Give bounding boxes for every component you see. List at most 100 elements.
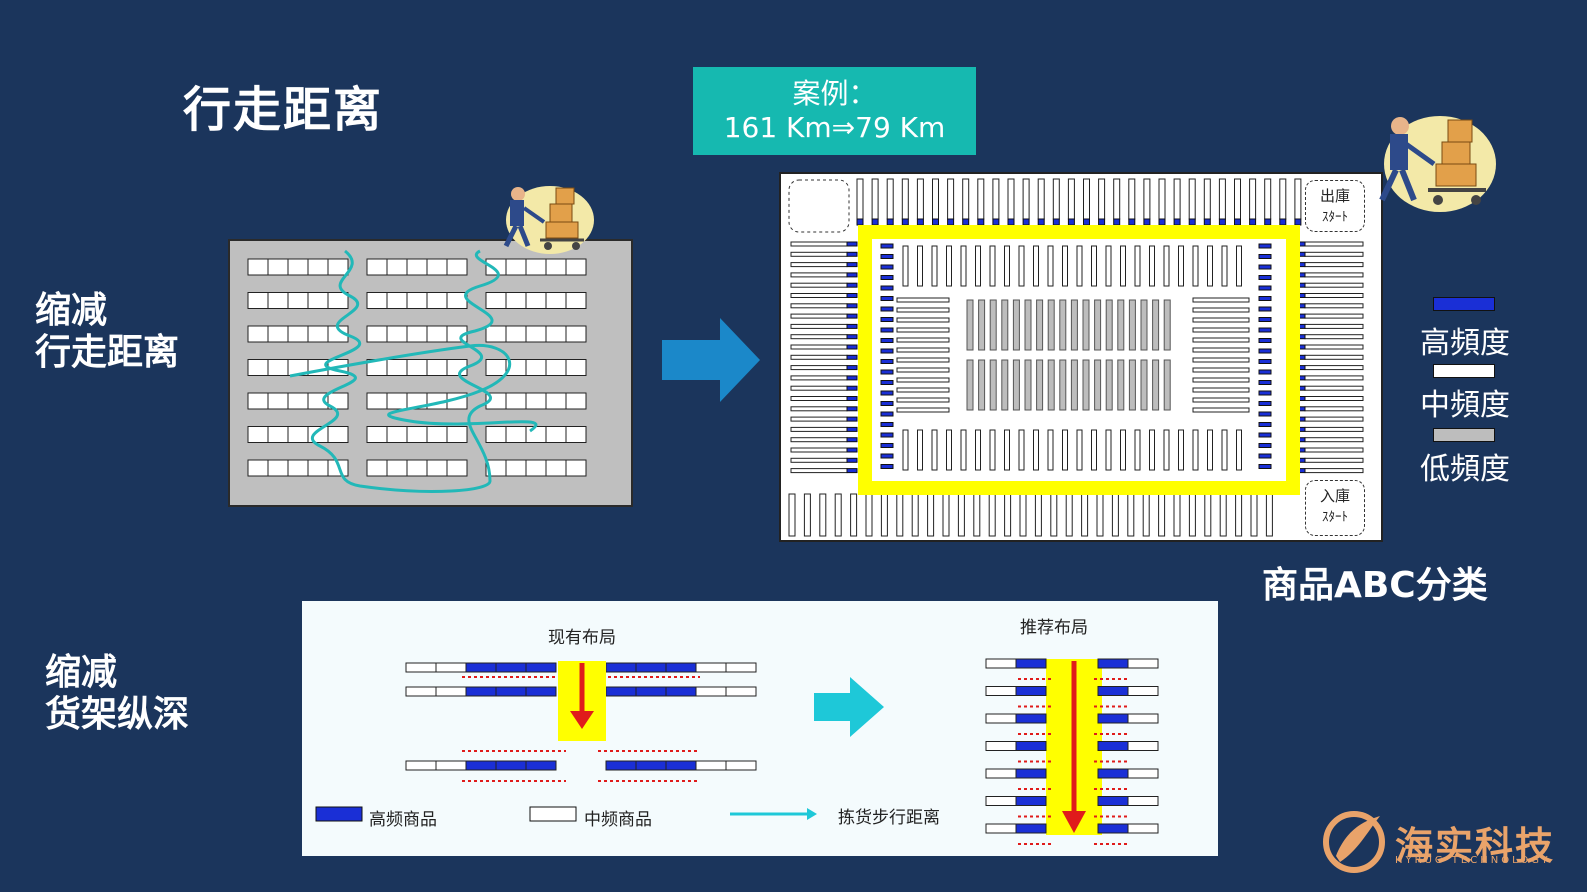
rack-cell bbox=[267, 258, 289, 276]
center-low-rack bbox=[1012, 359, 1020, 411]
rack-top-high bbox=[1249, 218, 1257, 226]
rack-top bbox=[856, 178, 864, 220]
inner-bottom bbox=[1033, 429, 1039, 471]
rec-rack-mid bbox=[985, 713, 1017, 724]
center-low-rack bbox=[1082, 299, 1090, 351]
rack-top bbox=[1279, 178, 1287, 220]
abc-caption: 商品ABC分类 bbox=[1262, 565, 1488, 606]
center-low-rack bbox=[1036, 359, 1044, 411]
inner-left-high bbox=[880, 348, 894, 354]
rack-cell bbox=[386, 359, 408, 376]
center-low-rack bbox=[1001, 359, 1009, 411]
inner-right-high bbox=[1258, 422, 1272, 427]
rack-cell bbox=[366, 325, 388, 343]
rack-left bbox=[790, 468, 848, 474]
rec-rack-high bbox=[1015, 796, 1047, 806]
rack-cell bbox=[426, 292, 448, 309]
rack-cell bbox=[545, 258, 567, 276]
picking-path-2 bbox=[289, 343, 538, 433]
rack-right bbox=[1304, 251, 1364, 257]
rack-right bbox=[1304, 437, 1364, 443]
center-low-rack bbox=[1012, 299, 1020, 351]
center-low-rack bbox=[1001, 299, 1009, 351]
rack-left-high bbox=[846, 251, 858, 257]
center-low-rack bbox=[1163, 299, 1171, 351]
inner-right-high bbox=[1258, 411, 1272, 417]
center-low-rack bbox=[1128, 299, 1136, 351]
rack-bottom bbox=[1065, 493, 1073, 537]
inner-left-high bbox=[880, 453, 894, 459]
bottom-rack-cell bbox=[525, 686, 557, 697]
rack-left bbox=[790, 447, 848, 453]
inner-right-rack bbox=[1192, 337, 1250, 343]
reduce-depth-line2: 货架纵深 bbox=[45, 694, 190, 735]
rack-top bbox=[1158, 178, 1166, 220]
rack-top-high bbox=[977, 218, 985, 226]
inner-right-high bbox=[1258, 243, 1272, 249]
inner-right-rack bbox=[1192, 317, 1250, 323]
center-low-rack bbox=[1036, 299, 1044, 351]
current-warehouse-layout bbox=[228, 239, 633, 507]
center-low-rack bbox=[1105, 299, 1113, 351]
bottom-rack-cell bbox=[405, 686, 437, 697]
rack-right bbox=[1304, 303, 1364, 309]
rack-top bbox=[1098, 178, 1106, 220]
rec-rack-mid bbox=[985, 686, 1017, 696]
rack-right bbox=[1304, 354, 1364, 360]
rack-cell bbox=[565, 325, 587, 343]
rack-cell bbox=[406, 459, 428, 477]
right-arrow-icon bbox=[662, 318, 760, 402]
inner-right-high bbox=[1258, 296, 1272, 301]
abc-layout-graphic bbox=[788, 178, 1364, 537]
rack-top-high bbox=[1173, 218, 1181, 226]
rack-bottom bbox=[896, 493, 904, 537]
inner-left-high bbox=[880, 254, 894, 259]
reduce-walk-label: 缩减 行走距离 bbox=[35, 290, 179, 374]
rack-bottom bbox=[1235, 493, 1243, 537]
rack-top-high bbox=[1294, 218, 1302, 226]
rack-top bbox=[962, 178, 970, 220]
current-layout-graphic bbox=[247, 249, 587, 493]
legend-high-goods: 高频商品 bbox=[369, 810, 437, 830]
reduce-walk-line2: 行走距离 bbox=[35, 332, 180, 373]
rack-cell bbox=[545, 359, 567, 376]
rack-cell bbox=[565, 426, 587, 443]
rec-rack-mid bbox=[1127, 768, 1159, 779]
inner-left-rack bbox=[896, 307, 950, 313]
rack-cell bbox=[307, 459, 329, 477]
reduce-depth-line1: 缩减 bbox=[45, 652, 118, 693]
rack-top-high bbox=[1083, 218, 1090, 226]
rack-left-high bbox=[846, 241, 858, 247]
inner-right-rack bbox=[1192, 357, 1250, 363]
rack-bottom bbox=[788, 493, 796, 537]
rack-cell bbox=[247, 292, 269, 309]
inner-left-rack bbox=[896, 327, 950, 333]
inner-bottom bbox=[1062, 429, 1068, 471]
rack-cell bbox=[386, 426, 408, 443]
center-low-rack bbox=[1117, 299, 1125, 351]
rack-cell bbox=[426, 359, 448, 376]
rack-bottom bbox=[911, 493, 919, 537]
inner-top bbox=[1105, 245, 1112, 287]
inner-bottom bbox=[1178, 429, 1184, 471]
case-box: 案例： 161 Km⇒79 Km bbox=[693, 67, 976, 155]
bottom-rack-cell bbox=[435, 686, 467, 697]
rec-rack-high bbox=[1097, 713, 1129, 724]
rack-top-high bbox=[962, 218, 970, 226]
inner-top bbox=[1149, 245, 1155, 287]
rack-cell bbox=[406, 325, 428, 343]
bottom-rack-cell bbox=[465, 760, 497, 771]
rack-left-high bbox=[846, 416, 858, 422]
center-low-rack bbox=[1094, 299, 1102, 351]
rack-left-high bbox=[846, 385, 858, 391]
inner-top bbox=[917, 245, 923, 287]
rec-rack-high bbox=[1097, 823, 1129, 834]
page-title: 行走距离 bbox=[183, 82, 384, 138]
inner-bottom bbox=[1192, 429, 1199, 471]
rec-rack-mid bbox=[1127, 741, 1159, 751]
center-low-rack bbox=[989, 299, 997, 351]
bottom-rack-cell bbox=[405, 662, 437, 673]
rack-top bbox=[1203, 178, 1211, 220]
rack-cell bbox=[366, 426, 388, 443]
inner-right-rack bbox=[1192, 347, 1250, 353]
